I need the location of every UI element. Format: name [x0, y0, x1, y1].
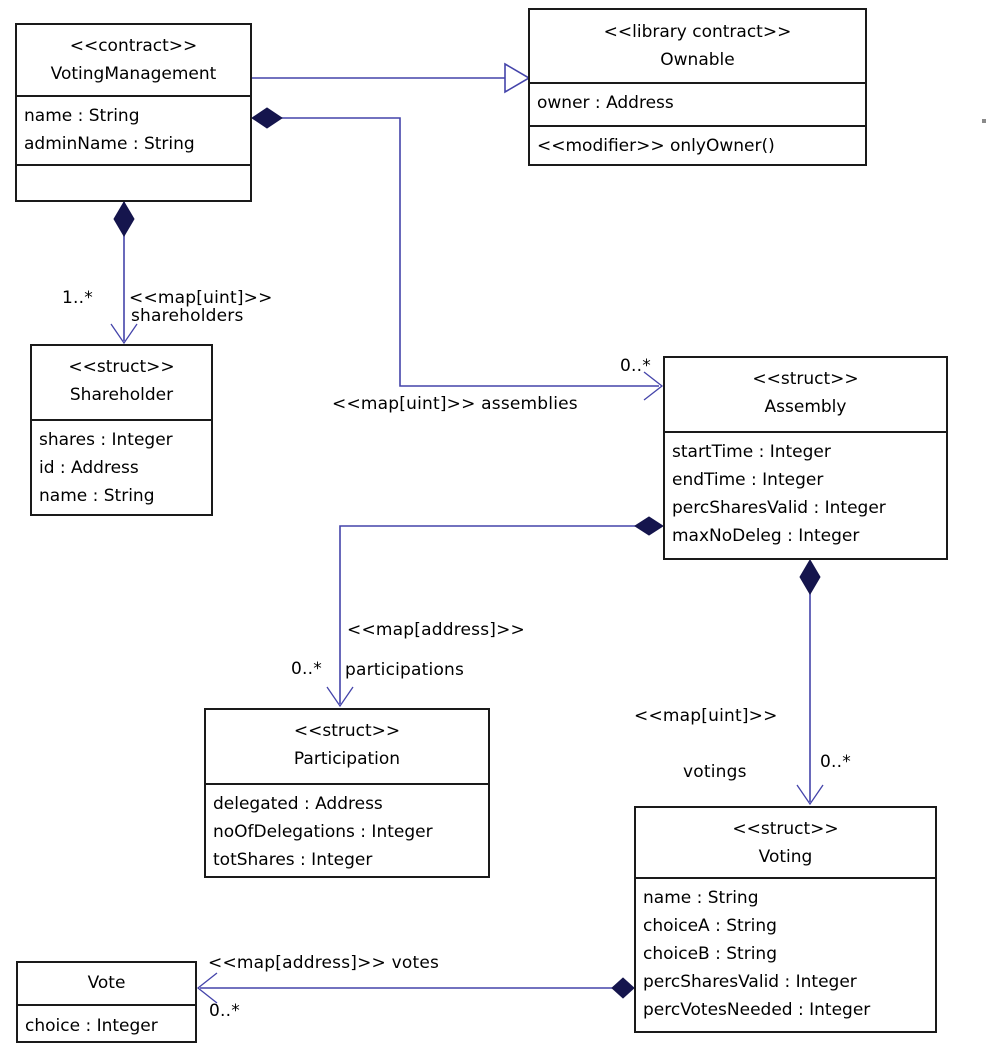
- attribute: name : String: [24, 106, 140, 126]
- open-arrowhead-icon: [326, 686, 354, 708]
- class-box-vote: Vote choice : Integer: [16, 961, 197, 1043]
- class-box-participation: <<struct>> Participation delegated : Add…: [204, 708, 490, 878]
- edge-label-assemblies-multiplicity: 0..*: [620, 356, 651, 376]
- composition-diamond-icon: [799, 559, 821, 595]
- edge-label-votings-name: votings: [683, 762, 747, 782]
- attribute: choiceA : String: [643, 916, 777, 936]
- attribute: percSharesValid : Integer: [643, 972, 857, 992]
- class-box-shareholder: <<struct>> Shareholder shares : Integer …: [30, 344, 213, 516]
- class-name: Participation: [293, 749, 401, 769]
- operations-compartment: [17, 164, 250, 200]
- composition-diamond-icon: [634, 516, 664, 536]
- attribute: adminName : String: [24, 134, 195, 154]
- edge-label-votes: <<map[address]>> votes: [208, 953, 440, 973]
- class-stereotype: <<struct>>: [752, 369, 859, 389]
- class-title: <<library contract>> Ownable: [530, 10, 865, 82]
- edge-label-shareholders-stereotype: <<map[uint]>>: [129, 288, 273, 308]
- open-arrowhead-icon: [796, 784, 824, 806]
- class-box-assembly: <<struct>> Assembly startTime : Integer …: [663, 356, 948, 560]
- class-stereotype: <<library contract>>: [603, 22, 792, 42]
- attributes-compartment: owner : Address: [530, 82, 865, 125]
- class-stereotype: <<contract>>: [69, 36, 198, 56]
- edge-label-shareholders-name: shareholders: [131, 306, 244, 326]
- attribute: maxNoDeleg : Integer: [672, 526, 860, 546]
- attributes-compartment: name : String adminName : String: [17, 95, 250, 164]
- edge-votes: [196, 972, 635, 1004]
- attribute: shares : Integer: [39, 430, 173, 450]
- class-name: Voting: [758, 847, 813, 867]
- attribute: name : String: [643, 888, 759, 908]
- composition-diamond-icon: [251, 107, 283, 129]
- edge-label-participations-multiplicity: 0..*: [291, 659, 322, 679]
- stray-dot: [982, 119, 986, 123]
- class-stereotype: <<struct>>: [293, 721, 401, 741]
- class-name: Ownable: [660, 50, 735, 70]
- attributes-compartment: choice : Integer: [18, 1004, 195, 1041]
- class-name: VotingManagement: [50, 64, 217, 84]
- edge-label-assemblies: <<map[uint]>> assemblies: [332, 394, 578, 414]
- operations-compartment: <<modifier>> onlyOwner(): [530, 125, 865, 164]
- attribute: choiceB : String: [643, 944, 777, 964]
- class-title: <<struct>> Assembly: [665, 358, 946, 431]
- attributes-compartment: startTime : Integer endTime : Integer pe…: [665, 431, 946, 558]
- attribute: owner : Address: [537, 93, 674, 113]
- attribute: id : Address: [39, 458, 139, 478]
- class-title: <<contract>> VotingManagement: [17, 25, 250, 95]
- class-title: Vote: [18, 963, 195, 1004]
- composition-diamond-icon: [113, 201, 135, 237]
- class-box-voting: <<struct>> Voting name : String choiceA …: [634, 806, 937, 1033]
- attribute: totShares : Integer: [213, 850, 373, 870]
- edge-label-votes-multiplicity: 0..*: [209, 1001, 240, 1021]
- class-box-ownable: <<library contract>> Ownable owner : Add…: [528, 8, 867, 166]
- open-arrowhead-icon: [643, 371, 664, 401]
- attribute: delegated : Address: [213, 794, 383, 814]
- class-title: <<struct>> Voting: [636, 808, 935, 877]
- composition-diamond-icon: [611, 977, 635, 999]
- class-stereotype: <<struct>>: [68, 357, 175, 377]
- class-name: Assembly: [764, 397, 847, 417]
- edge-label-votings-stereotype: <<map[uint]>>: [634, 706, 778, 726]
- edge-label-votings-multiplicity: 0..*: [820, 752, 851, 772]
- edge-generalization-ownable: [252, 62, 531, 94]
- class-box-votingmanagement: <<contract>> VotingManagement name : Str…: [15, 23, 252, 202]
- attribute: name : String: [39, 486, 155, 506]
- edge-label-participations-name: participations: [345, 660, 465, 680]
- class-name: Shareholder: [69, 385, 174, 405]
- attribute: endTime : Integer: [672, 470, 824, 490]
- edge-label-participations-stereotype: <<map[address]>>: [347, 620, 525, 640]
- class-stereotype: <<struct>>: [732, 819, 839, 839]
- open-arrowhead-icon: [196, 972, 218, 1004]
- class-name: Vote: [87, 973, 126, 993]
- attribute: startTime : Integer: [672, 442, 831, 462]
- attribute: percVotesNeeded : Integer: [643, 1000, 871, 1020]
- attribute: noOfDelegations : Integer: [213, 822, 433, 842]
- class-title: <<struct>> Shareholder: [32, 346, 211, 419]
- class-title: <<struct>> Participation: [206, 710, 488, 783]
- attributes-compartment: name : String choiceA : String choiceB :…: [636, 877, 935, 1031]
- open-arrowhead-icon: [110, 323, 138, 345]
- attributes-compartment: delegated : Address noOfDelegations : In…: [206, 783, 488, 876]
- attributes-compartment: shares : Integer id : Address name : Str…: [32, 419, 211, 514]
- generalization-arrowhead-icon: [504, 62, 531, 94]
- operation: <<modifier>> onlyOwner(): [537, 136, 775, 156]
- attribute: percSharesValid : Integer: [672, 498, 886, 518]
- edge-label-shareholders-multiplicity: 1..*: [62, 288, 93, 308]
- attribute: choice : Integer: [25, 1016, 158, 1036]
